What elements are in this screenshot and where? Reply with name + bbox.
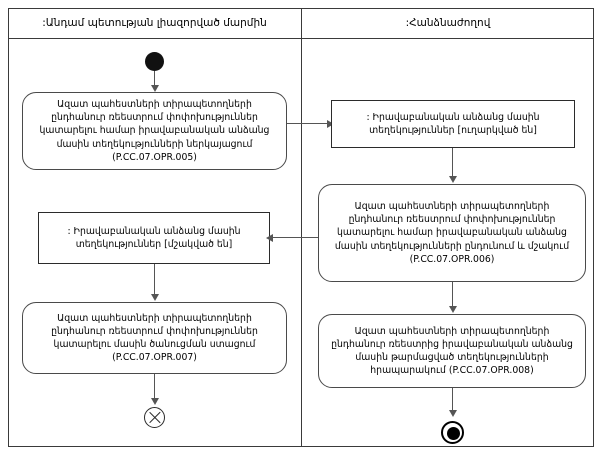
edge-object-sent-to-opr006 [452,148,454,179]
activity-final-node [441,421,464,444]
arrow-opr006-to-opr008 [448,306,457,313]
object-node-processed[interactable]: : Իրավաբանական անձանց մասին տեղեկություն… [38,212,270,264]
arrow-opr008-to-activity-final [448,410,457,417]
activity-final-core [446,426,460,440]
lane-title-member-state-body: :Անդամ պետության լիազորված մարմին [42,17,267,29]
edge-opr008-to-activity-final [452,388,454,414]
arrow-initial-to-opr005 [150,85,159,92]
activity-opr008[interactable]: Ազատ պահեստների տիրապետողների ընդհանուր … [318,314,586,388]
edge-opr006-to-object-processed [270,237,322,239]
arrow-opr006-to-object-processed [266,233,273,242]
object-node-sent[interactable]: : Իրավաբանական անձանց մասին տեղեկություն… [331,100,575,148]
edge-opr006-to-opr008 [452,282,454,310]
edge-opr005-to-object-sent [287,123,330,125]
initial-node [145,52,164,71]
activity-opr007[interactable]: Ազատ պահեստների տիրապետողների ընդհանուր … [22,302,287,374]
edge-opr007-to-flow-final [154,374,156,402]
edge-object-processed-to-opr007 [154,264,156,297]
arrow-opr005-to-object-sent [327,119,334,128]
lane-vertical-divider [301,8,302,447]
activity-opr006[interactable]: Ազատ պահեստների տիրապետողների ընդհանուր … [318,184,586,282]
activity-opr005[interactable]: Ազատ պահեստների տիրապետողների ընդհանուր … [22,92,287,170]
arrow-opr007-to-flow-final [150,398,159,405]
flow-final-node [144,407,165,428]
arrow-object-processed-to-opr007 [150,294,159,301]
lane-title-commission: :Հանձնաժողով [405,17,491,29]
arrow-object-sent-to-opr006 [448,176,457,183]
edge-initial-to-opr005 [154,71,156,88]
